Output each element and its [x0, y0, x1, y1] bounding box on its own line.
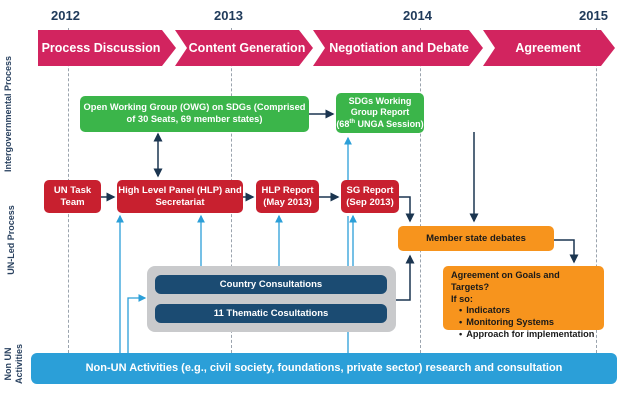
sdgs-report-session: (68th UNGA Session)	[336, 118, 424, 129]
phase-label: Content Generation	[188, 41, 306, 55]
hlp-box: High Level Panel (HLP) and Secretariat	[117, 180, 243, 213]
agreement-list: Indicators Monitoring Systems Approach f…	[451, 305, 596, 340]
non-un-activities-bar: Non-UN Activities (e.g., civil society, …	[31, 353, 617, 384]
sdgs-working-group-report-box: SDGs Working Group Report (68th UNGA Ses…	[336, 93, 424, 133]
country-consultations-box: Country Consultations	[155, 275, 387, 294]
phase-label: Negotiation and Debate	[329, 41, 469, 55]
sdgs-report-title: SDGs Working Group Report	[348, 96, 412, 118]
year-label-2013: 2013	[214, 8, 243, 23]
phase-label: Process Discussion	[41, 41, 161, 55]
timeline-divider-2015	[596, 28, 597, 358]
agreement-box: Agreement on Goals and Targets? If so: I…	[443, 266, 604, 339]
owg-box: Open Working Group (OWG) on SDGs (Compri…	[80, 96, 309, 132]
agreement-item-indicators: Indicators	[459, 305, 596, 317]
phase-content-generation: Content Generation	[175, 30, 313, 66]
agreement-item-implementation: Approach for implementation	[459, 329, 596, 341]
phase-process-discussion: Process Discussion	[38, 30, 176, 66]
agreement-if-so: If so:	[451, 293, 473, 304]
member-state-debates-box: Member state debates	[398, 226, 554, 251]
phase-agreement: Agreement	[483, 30, 615, 66]
hlp-report-box: HLP Report (May 2013)	[256, 180, 319, 213]
phase-chevron-shape	[483, 30, 615, 66]
phase-label: Agreement	[515, 41, 581, 55]
phase-chevron-shape	[313, 30, 483, 66]
sg-report-box: SG Report (Sep 2013)	[341, 180, 399, 213]
phase-negotiation-and-debate: Negotiation and Debate	[313, 30, 483, 66]
timeline-divider-2014	[420, 28, 421, 358]
year-label-2012: 2012	[51, 8, 80, 23]
agreement-heading: Agreement on Goals and Targets?	[451, 270, 560, 292]
thematic-consultations-box: 11 Thematic Cosultations	[155, 304, 387, 323]
year-label-2014: 2014	[403, 8, 432, 23]
phase-chevron-shape	[175, 30, 313, 66]
year-label-2015: 2015	[579, 8, 608, 23]
phase-chevron-shape	[38, 30, 176, 66]
agreement-item-monitoring: Monitoring Systems	[459, 317, 596, 329]
process-flow-arrows	[101, 109, 579, 301]
un-task-team-box: UN Task Team	[44, 180, 101, 213]
